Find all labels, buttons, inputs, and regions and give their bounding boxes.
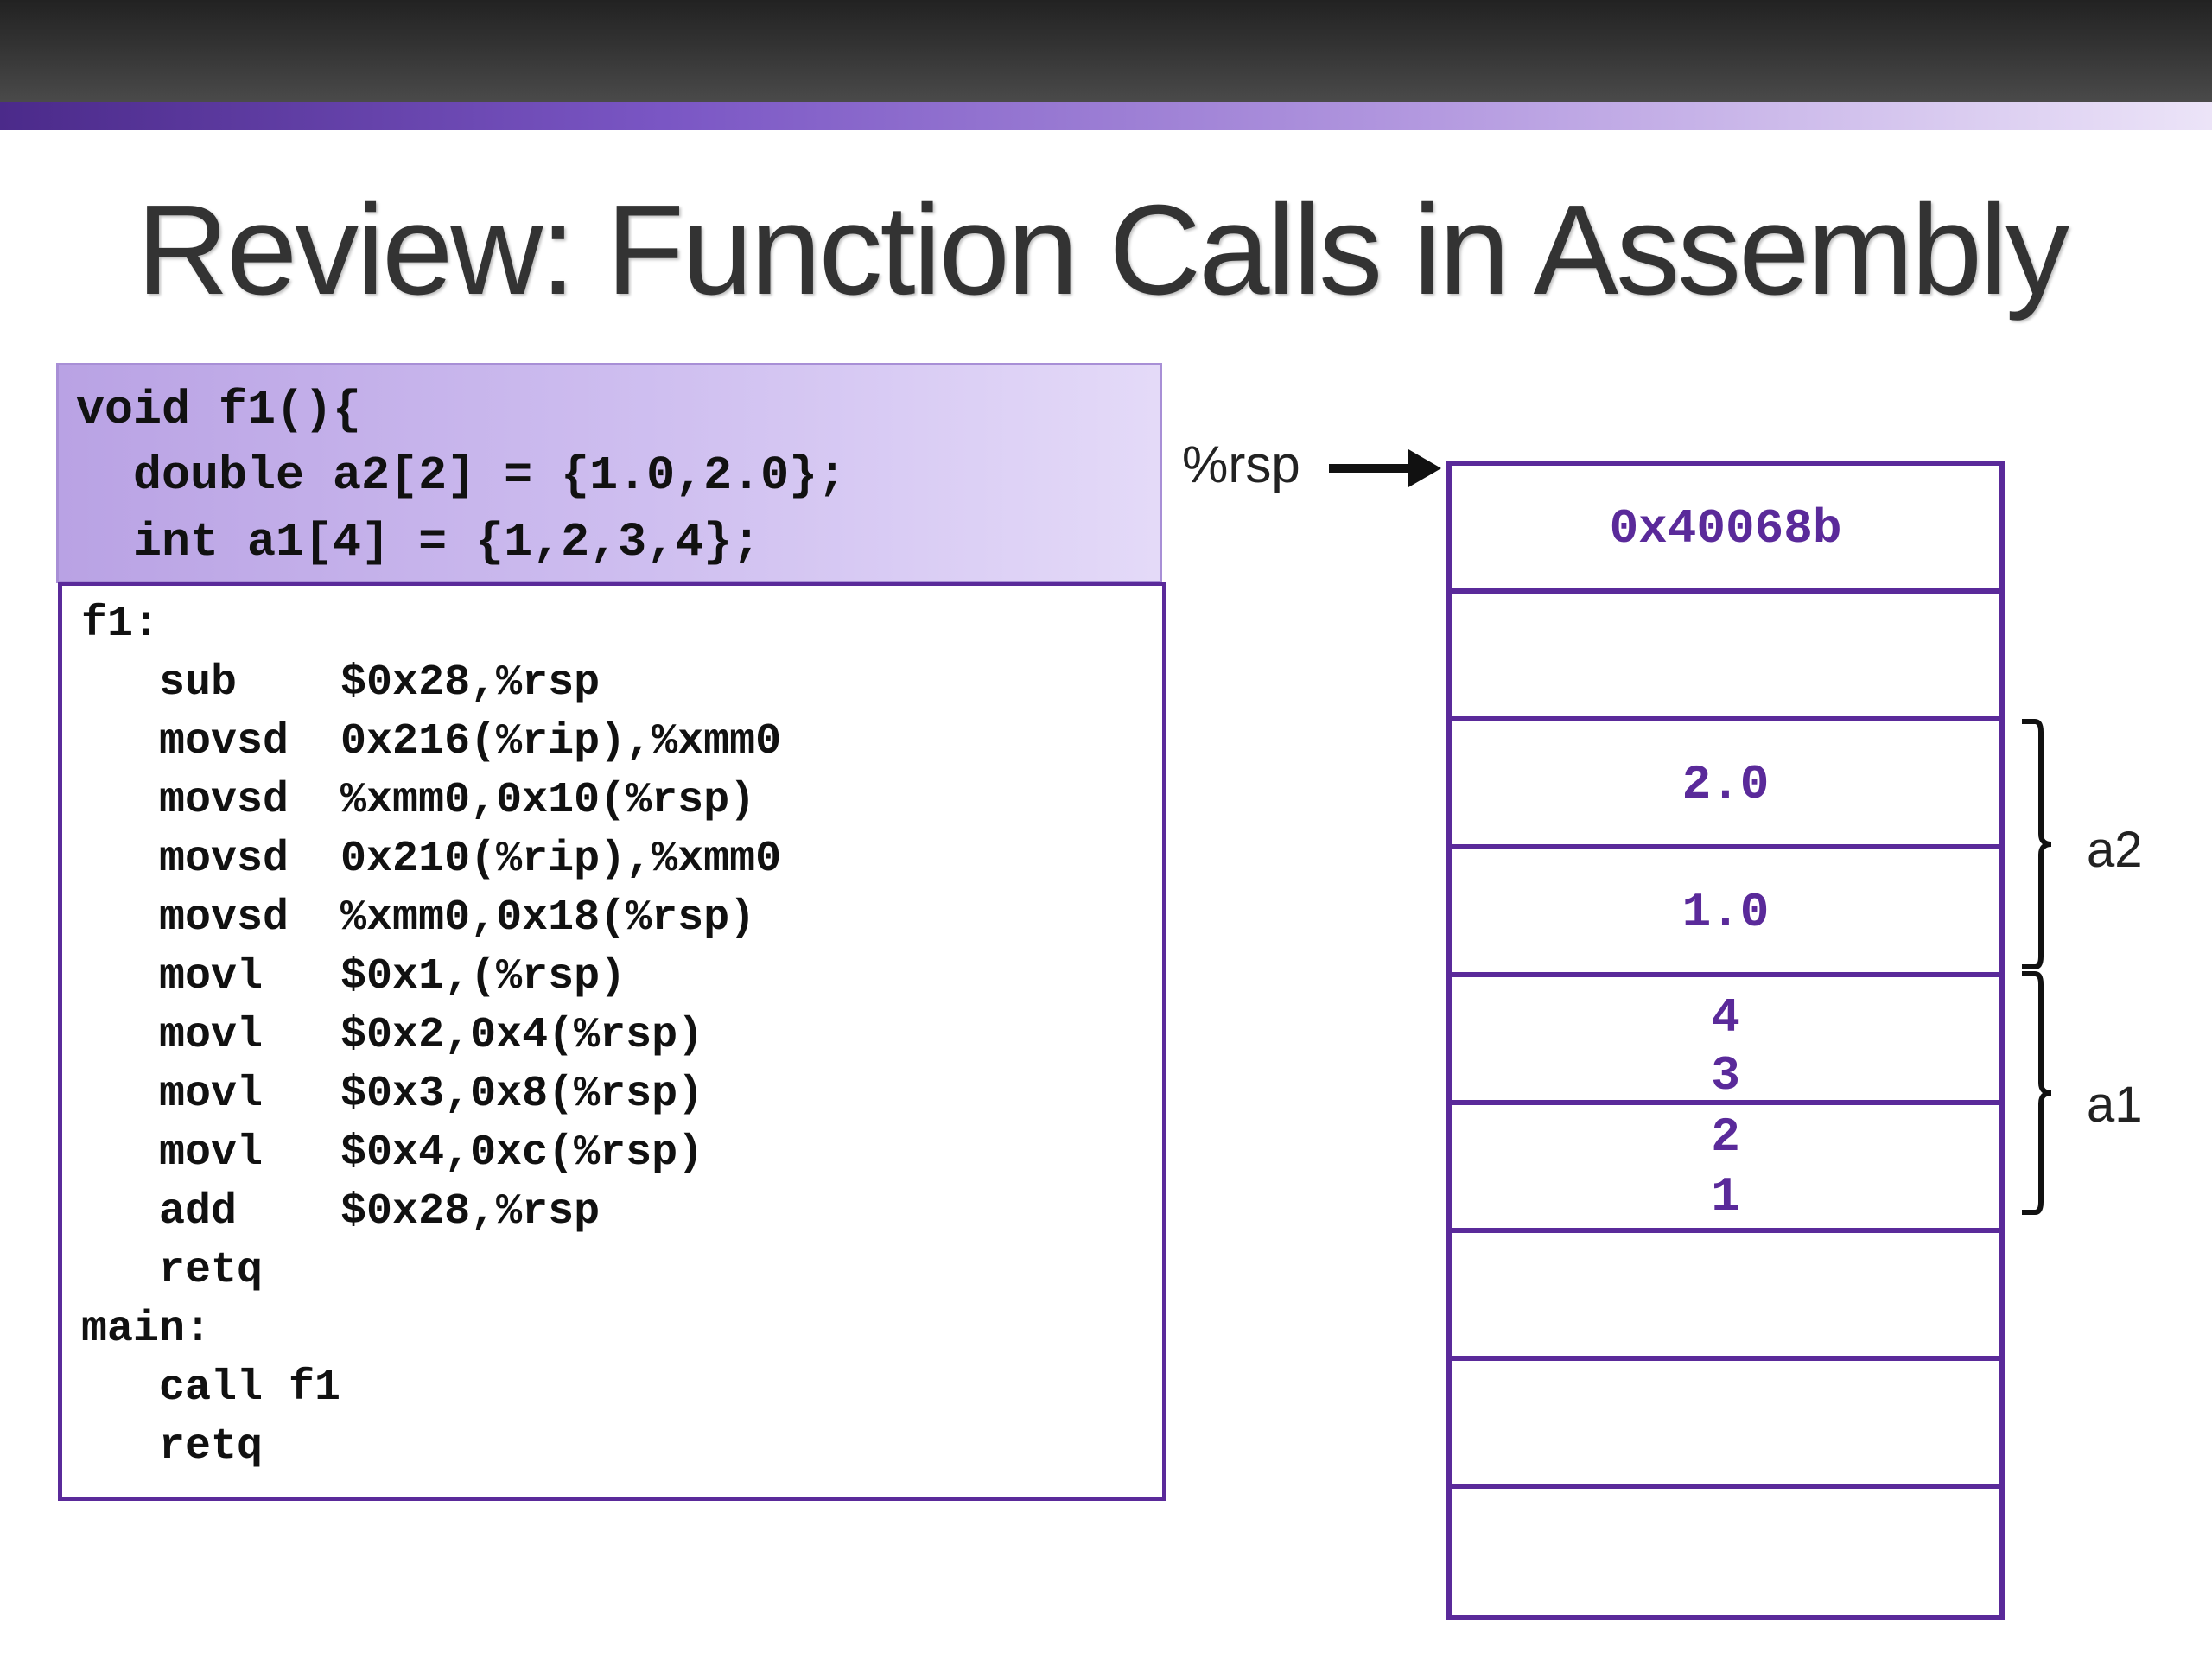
right-arrow-icon [1408,449,1441,487]
stack-value: 2 [1711,1109,1740,1165]
a1-label: a1 [2087,1077,2143,1133]
asm-line: movsd %xmm0,0x18(%rsp) [81,893,756,943]
asm-line: add $0x28,%rsp [81,1187,601,1236]
asm-line: movl $0x3,0x8(%rsp) [81,1070,704,1119]
stack-value: 2.0 [1681,757,1770,812]
c-code-line: void f1(){ [76,383,362,437]
stack-cell [1446,1356,2005,1492]
stack-value: 1 [1711,1169,1740,1224]
rsp-arrow-shaft [1329,464,1415,473]
c-code-line: int a1[4] = {1,2,3,4}; [76,515,761,569]
a2-label: a2 [2087,822,2143,878]
asm-line: movl $0x1,(%rsp) [81,952,626,1001]
asm-line: retq [81,1422,264,1471]
asm-line: f1: [81,600,160,649]
asm-line: movl $0x4,0xc(%rsp) [81,1128,704,1178]
asm-line: movsd 0x216(%rip),%xmm0 [81,717,782,766]
asm-line: retq [81,1246,264,1295]
stack-cell [1446,1228,2005,1364]
stack-cell [1446,1484,2005,1620]
accent-stripe [0,102,2212,130]
asm-line: call f1 [81,1363,341,1413]
stack-cell [1446,1100,2005,1236]
a2-bracket [2022,719,2052,969]
c-code-line: double a2[2] = {1.0,2.0}; [76,448,847,503]
stack-value: 0x40068b [1609,501,1842,556]
c-code-box [56,363,1162,583]
stack-value: 1.0 [1681,885,1770,940]
asm-line: movsd %xmm0,0x10(%rsp) [81,776,756,825]
top-bar [0,0,2212,102]
assembly-code-box [58,582,1166,1501]
asm-line: sub $0x28,%rsp [81,658,601,708]
a1-bracket [2022,971,2052,1215]
stack-cell [1446,588,2005,725]
stack-value: 3 [1711,1048,1740,1103]
asm-line: main: [81,1305,212,1354]
rsp-pointer-label: %rsp [1182,435,1300,493]
asm-line: movsd 0x210(%rip),%xmm0 [81,835,782,884]
asm-line: movl $0x2,0x4(%rsp) [81,1011,704,1060]
stack-value: 4 [1711,990,1740,1046]
stack-cell [1446,716,2005,853]
slide-title: Review: Function Calls in Assembly [137,179,2069,321]
bracket-icon [2022,719,2052,1215]
